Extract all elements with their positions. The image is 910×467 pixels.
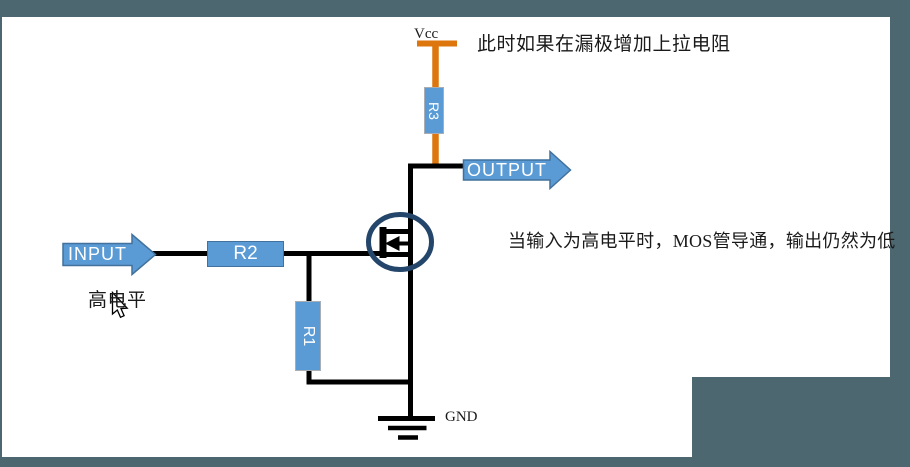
- resistor-r2: R2: [207, 241, 284, 267]
- result-note: 当输入为高电平时，MOS管导通，输出仍然为低: [508, 231, 896, 251]
- input-arrow-label: INPUT: [68, 243, 127, 264]
- vcc-label: Vcc: [414, 26, 439, 42]
- top-note: 此时如果在漏极增加上拉电阻: [477, 34, 731, 55]
- resistor-r1: R1: [295, 301, 321, 371]
- gnd-label: GND: [445, 409, 478, 425]
- resistor-r3: R3: [424, 87, 444, 134]
- background-notch: [692, 377, 910, 467]
- resistor-r1-label: R1: [299, 325, 317, 347]
- input-level-label: 高电平: [88, 290, 147, 311]
- resistor-r3-label: R3: [426, 101, 442, 120]
- output-arrow-label: OUTPUT: [467, 159, 547, 180]
- resistor-r2-label: R2: [233, 243, 258, 264]
